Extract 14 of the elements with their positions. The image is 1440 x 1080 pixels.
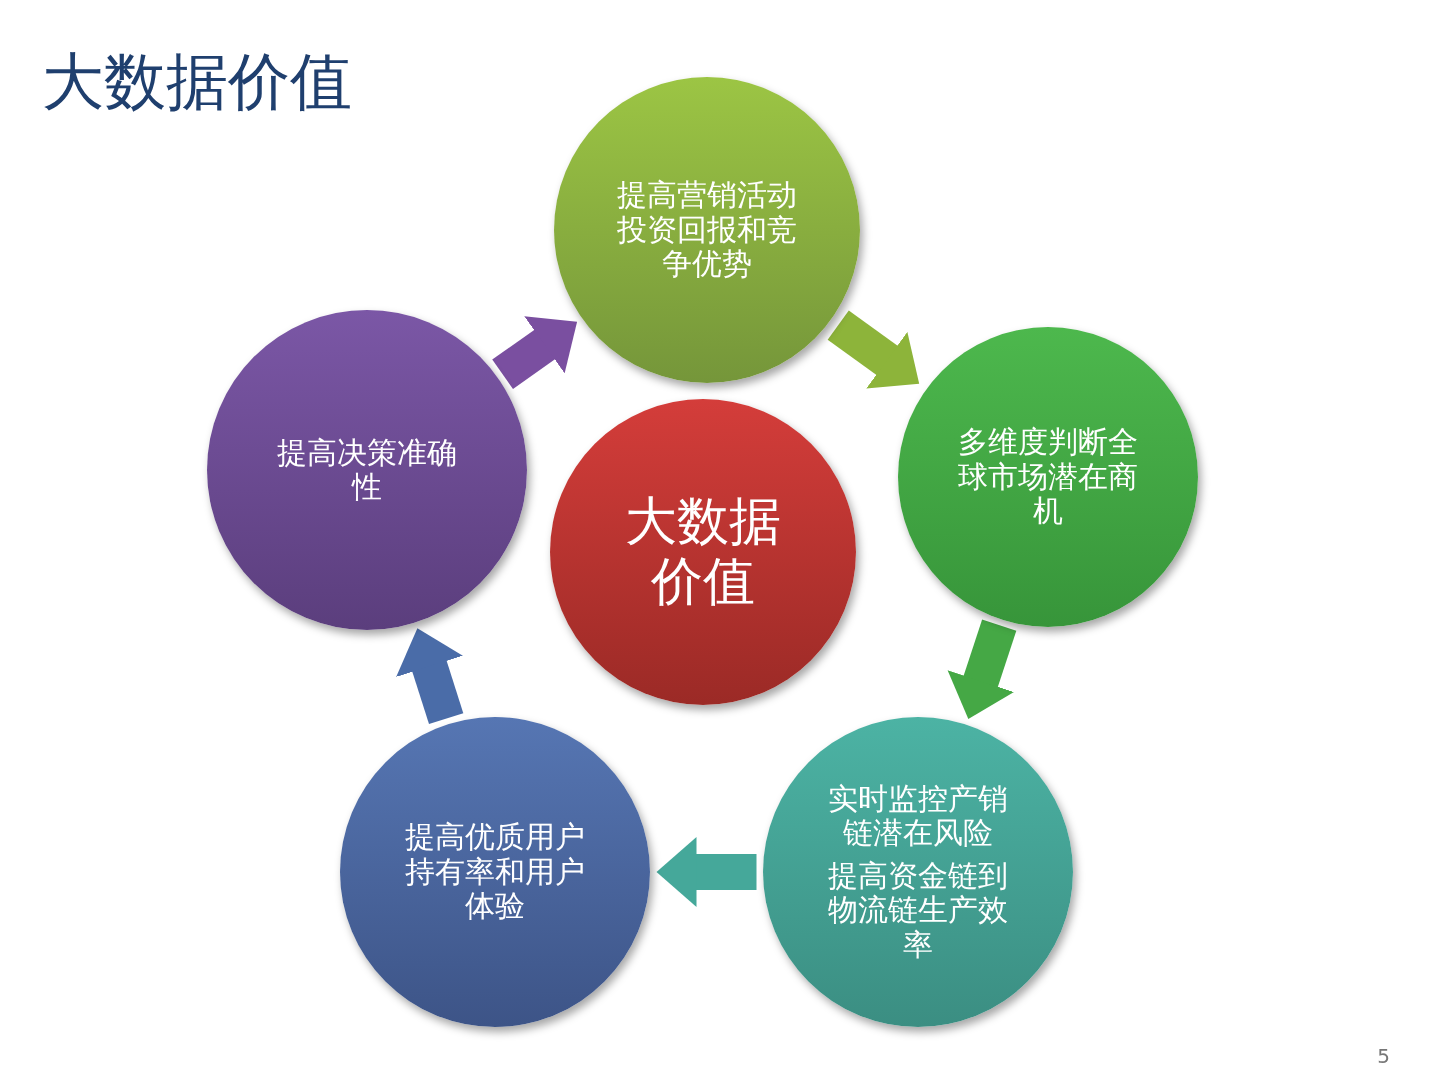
block-arrow — [827, 310, 920, 389]
block-arrow — [396, 628, 464, 725]
node-text: 提高决策准确性 — [276, 435, 458, 505]
node-text: 提高资金链到物流链生产效率 — [827, 858, 1009, 963]
node-text: 实时监控产销链潜在风险 — [827, 781, 1009, 851]
node-text: 多维度判断全球市场潜在商机 — [957, 425, 1139, 529]
title: 大数据价值 — [42, 44, 352, 120]
node-text: 提高营销活动投资回报和竞争优势 — [616, 178, 798, 282]
block-arrow — [656, 837, 757, 907]
node-text: 大数据价值 — [624, 492, 782, 612]
page-number: 5 — [1377, 1044, 1390, 1068]
block-arrow — [492, 316, 578, 389]
block-arrow — [947, 619, 1017, 720]
node-text: 提高优质用户持有率和用户体验 — [404, 820, 586, 924]
